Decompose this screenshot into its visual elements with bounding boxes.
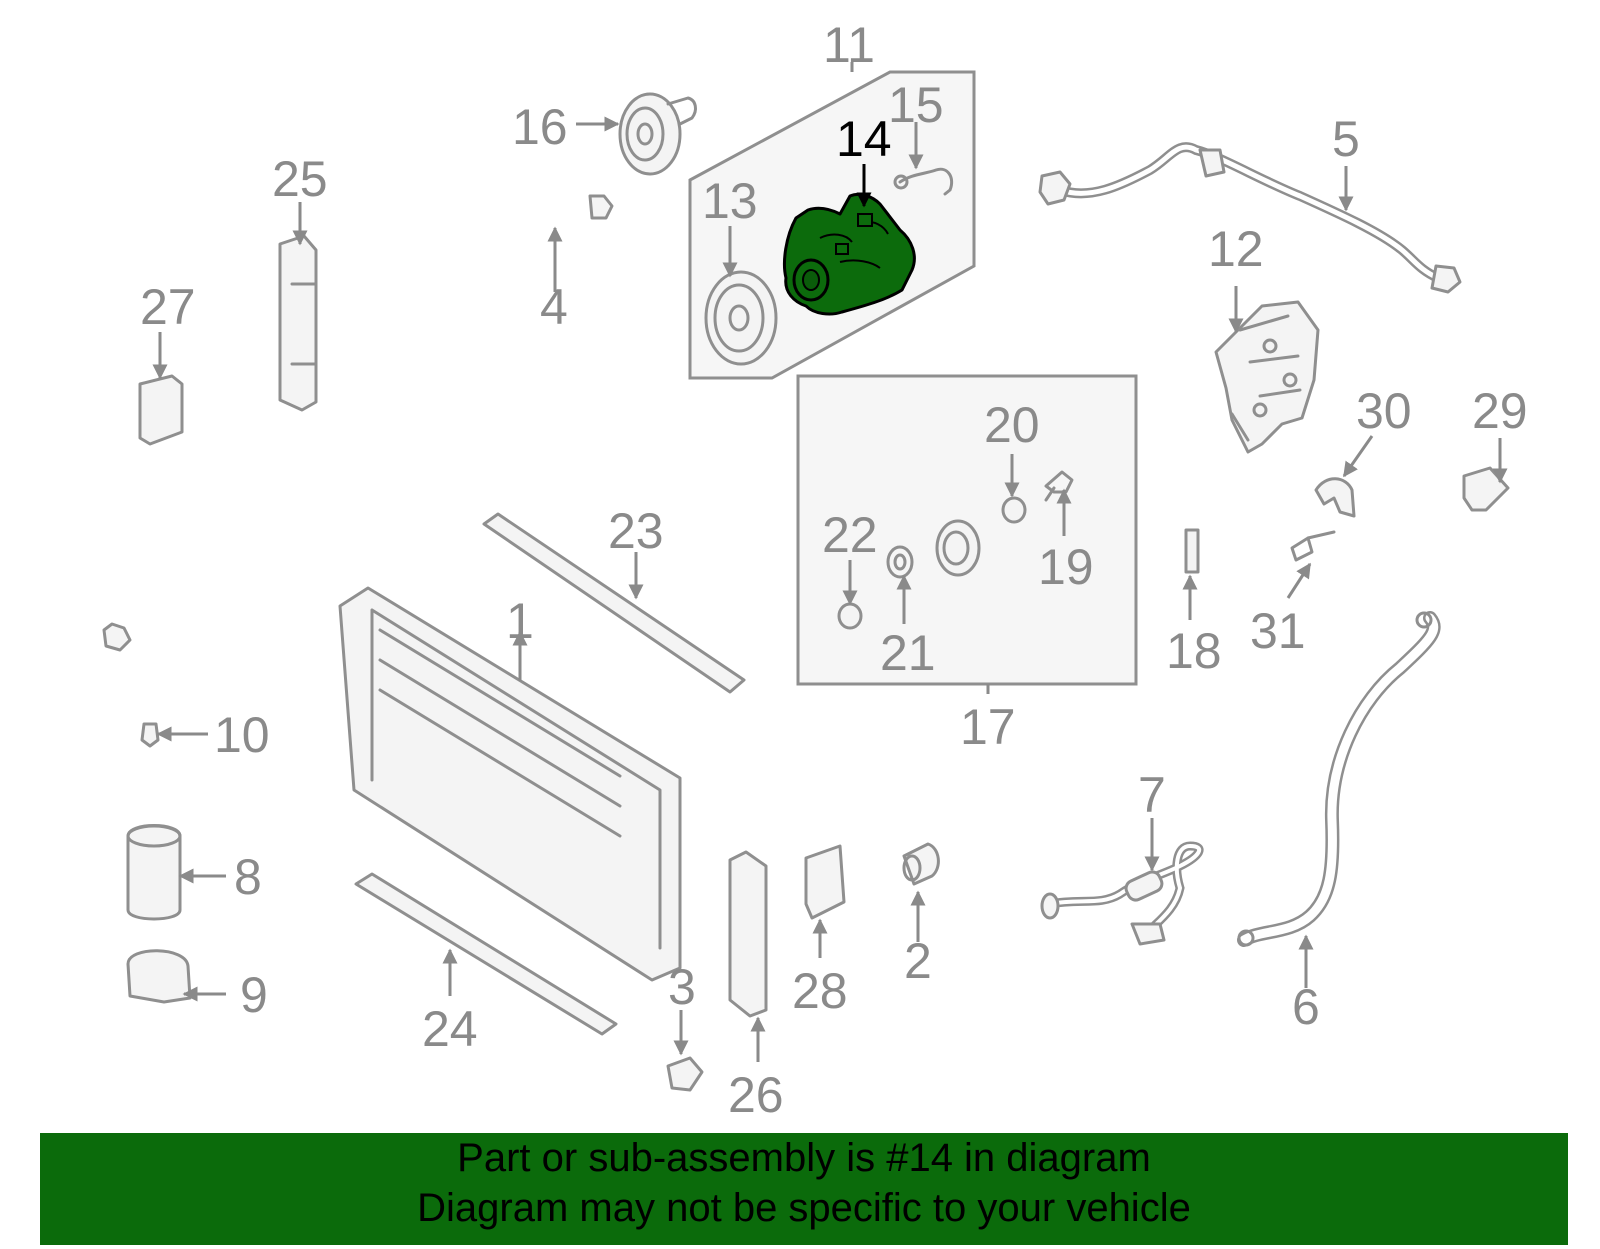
snap-ring-part	[1001, 496, 1027, 524]
bushing-part	[902, 842, 940, 886]
callout-24: 24	[422, 1001, 478, 1057]
callout-18: 18	[1166, 623, 1222, 679]
callout-12: 12	[1208, 221, 1264, 277]
callout-31: 31	[1250, 603, 1306, 659]
callout-8: 8	[234, 849, 262, 905]
leader-lines	[152, 116, 1508, 1062]
compressor-highlighted[interactable]	[782, 192, 916, 316]
callout-25: 25	[272, 151, 328, 207]
receiver-drier-part	[126, 824, 182, 921]
discharge-line-part	[1040, 841, 1204, 946]
callout-28: 28	[792, 963, 848, 1019]
banner-line-disclaimer: Diagram may not be specific to your vehi…	[417, 1186, 1191, 1230]
callout-14-highlighted[interactable]: 14	[836, 111, 892, 167]
side-bracket-part	[804, 844, 846, 920]
callout-5: 5	[1332, 111, 1360, 167]
callout-7: 7	[1138, 767, 1166, 823]
bolt-part	[1290, 530, 1336, 562]
callout-29: 29	[1472, 383, 1528, 439]
callout-15: 15	[888, 77, 944, 133]
info-banner: Part or sub-assembly is #14 in diagram D…	[40, 1133, 1568, 1245]
pressure-sensor-part	[140, 722, 160, 748]
callout-1: 1	[506, 593, 534, 649]
mount-part	[666, 1056, 704, 1092]
drier-clamp-part	[126, 949, 192, 1004]
clutch-hub-part	[935, 519, 981, 577]
callout-19: 19	[1038, 539, 1094, 595]
callout-3: 3	[668, 959, 696, 1015]
callout-16: 16	[512, 99, 568, 155]
relay-part	[138, 374, 184, 446]
clutch-plate-part	[704, 270, 778, 366]
callout-2: 2	[904, 933, 932, 989]
liquid-line-part	[102, 187, 614, 652]
callout-20: 20	[984, 397, 1040, 453]
side-seal-part	[728, 850, 768, 1018]
condenser-part	[338, 586, 682, 982]
callout-27: 27	[140, 279, 196, 335]
callout-4: 4	[540, 279, 568, 335]
callout-23: 23	[608, 503, 664, 559]
bolt-small-part	[1044, 470, 1074, 502]
pulley-part	[618, 92, 697, 176]
callout-17: 17	[960, 699, 1016, 755]
banner-line-part: Part or sub-assembly is #14 in diagram	[457, 1136, 1151, 1180]
stud-part	[1184, 528, 1200, 574]
lower-seal-part	[354, 872, 618, 1036]
switch-part	[893, 167, 954, 196]
callout-10: 10	[214, 707, 270, 763]
callout-21: 21	[880, 625, 936, 681]
seal-bracket-part	[278, 234, 318, 412]
callout-22: 22	[822, 507, 878, 563]
compressor-bracket-part	[1214, 300, 1320, 454]
clip-part	[1314, 477, 1356, 518]
callout-30: 30	[1356, 383, 1412, 439]
suction-line-part	[1038, 142, 1462, 294]
nut-part	[837, 602, 863, 630]
callout-11: 11	[823, 17, 875, 73]
hose-part	[1237, 611, 1441, 947]
callout-labels: 1 2 3 4 5 6 7 8 9 10 11 12 13 14 15 16 1…	[140, 17, 1528, 1123]
upper-seal-part	[482, 512, 746, 694]
callout-9: 9	[240, 967, 268, 1023]
callout-6: 6	[1292, 979, 1320, 1035]
callout-13: 13	[702, 173, 758, 229]
callout-26: 26	[728, 1067, 784, 1123]
